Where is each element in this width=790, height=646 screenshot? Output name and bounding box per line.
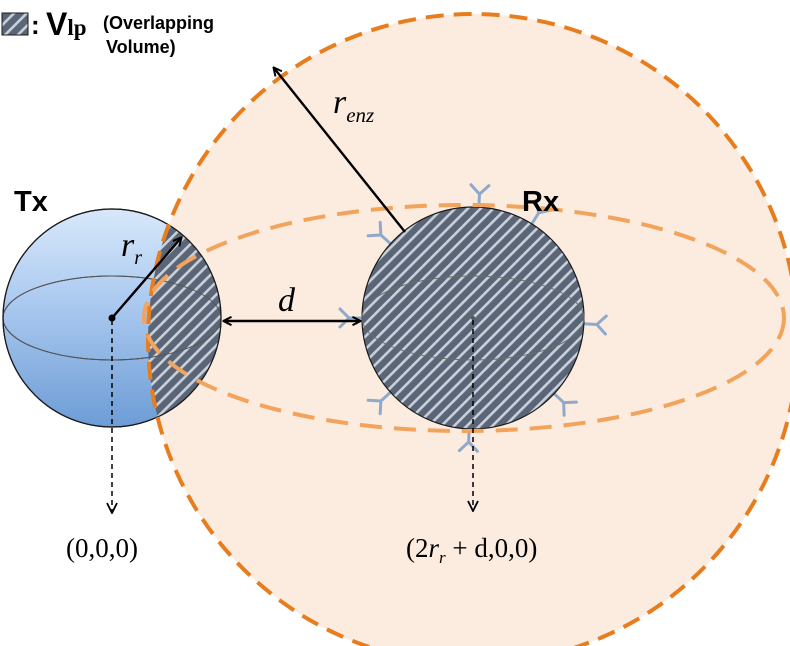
r-enz-arrow — [274, 68, 406, 233]
legend-desc-line2: Volume) — [106, 37, 176, 57]
legend-v-symbol: Vlp — [46, 6, 87, 42]
legend: : Vlp (Overlapping Volume) — [1, 6, 214, 57]
origin-coordinate: (0,0,0) — [66, 533, 138, 563]
r-enz-label: renz — [333, 84, 374, 127]
rx-center-dot — [471, 316, 475, 320]
tx-label: Tx — [14, 186, 48, 218]
legend-hatch-swatch — [1, 12, 29, 36]
enzyme-equator-ellipse — [142, 203, 786, 433]
d-label: d — [278, 282, 296, 319]
rx-label: Rx — [522, 186, 559, 218]
legend-desc-line1: (Overlapping — [103, 13, 214, 33]
rx-coordinate: (2rr + d,0,0) — [406, 533, 537, 567]
tx-center-dot — [108, 314, 116, 322]
legend-colon: : — [31, 10, 40, 40]
r-r-arrow — [111, 238, 181, 319]
rx-receptors — [338, 183, 608, 453]
r-r-label: rr — [121, 227, 142, 269]
